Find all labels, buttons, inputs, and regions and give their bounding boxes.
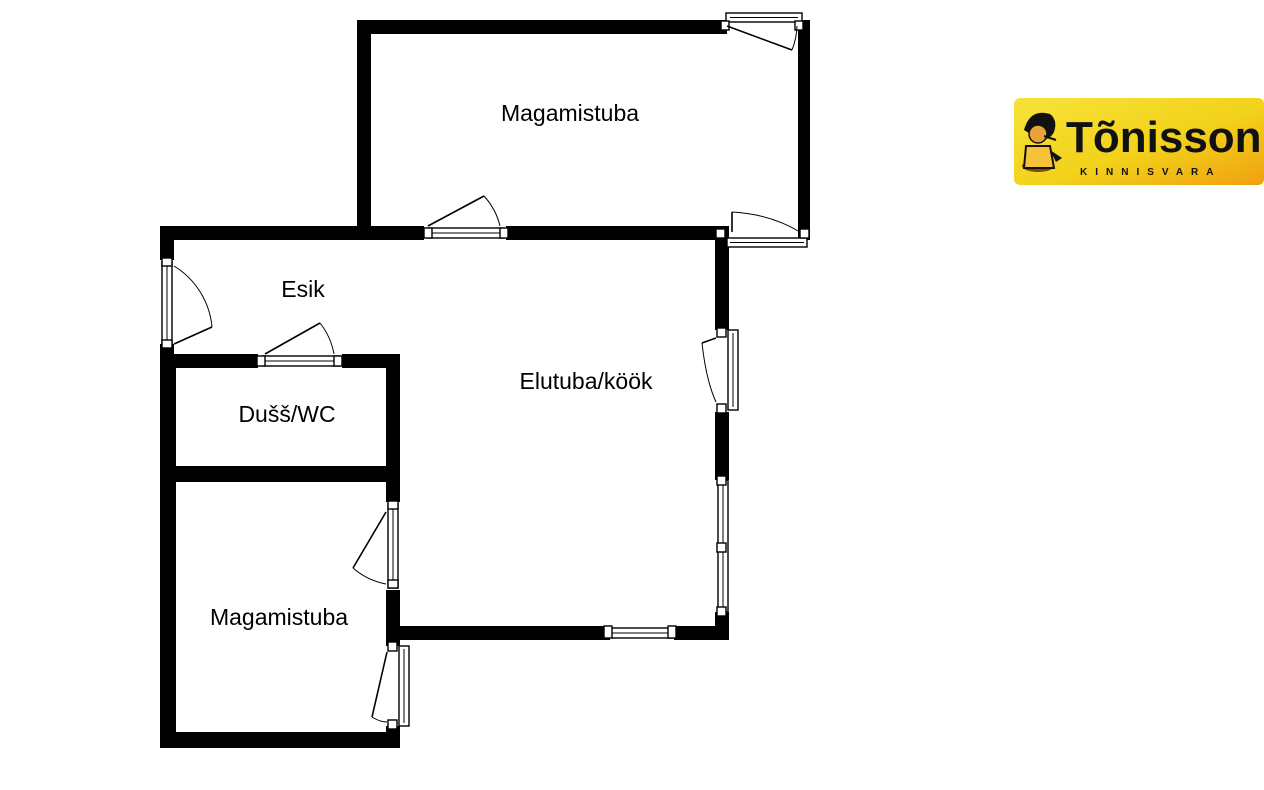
room-label-hall: Esik <box>281 276 325 302</box>
windows <box>387 12 810 730</box>
wall-bedroom-bottom-left <box>160 354 176 748</box>
window-bedroom-top-top <box>720 12 804 31</box>
wall-bedroom-top-top-left <box>357 20 727 34</box>
wall-living-right-2 <box>715 412 729 480</box>
window-sash-living-upper <box>701 337 717 403</box>
wall-bedroom-top-right <box>798 20 810 240</box>
room-label-bedroom-top: Magamistuba <box>501 100 639 126</box>
walls <box>160 20 810 748</box>
wall-bathroom-top-right <box>342 354 400 368</box>
wall-bedroom-top-left <box>357 20 371 238</box>
wall-living-bottom-right <box>674 626 729 640</box>
window-sash-bedroom-bottom <box>371 651 388 723</box>
company-logo: Tõnisson KINNISVARA <box>1014 98 1264 185</box>
door-bathroom <box>256 322 343 367</box>
wall-hall-left-top <box>160 226 174 260</box>
room-label-living-kitchen: Elutuba/köök <box>520 368 653 394</box>
wall-bathroom-top-left <box>160 354 258 368</box>
window-bedroom-top-bottom-right <box>715 228 810 248</box>
room-label-bedroom-bottom: Magamistuba <box>210 604 348 630</box>
window-living-bottom <box>603 625 677 639</box>
logo-background <box>1014 98 1264 185</box>
logo-tagline: KINNISVARA <box>1080 167 1221 178</box>
doors <box>161 25 801 723</box>
window-living-right-upper <box>716 327 739 414</box>
door-bedroom-top-bottom <box>731 211 801 233</box>
door-entrance <box>161 257 213 349</box>
wall-bedroom-bottom-bottom <box>160 732 400 748</box>
wall-bathroom-right <box>386 354 400 502</box>
wall-bathroom-bottom <box>160 466 400 482</box>
window-bedroom-bottom-right <box>387 641 410 730</box>
door-bedroom-bottom <box>352 500 399 589</box>
wall-living-bottom-left <box>388 626 610 640</box>
door-bedroom-top-corner <box>726 25 798 51</box>
logo-name: Tõnisson <box>1066 113 1262 162</box>
door-bedroom-top-hall <box>423 195 509 239</box>
room-label-bathroom: Dušš/WC <box>238 401 335 427</box>
wall-shared-left <box>160 226 424 240</box>
wall-shared-right <box>506 226 726 240</box>
logo-mascot-icon <box>1022 112 1062 172</box>
wall-bedroom-bottom-right-mid <box>386 590 400 646</box>
wall-living-right-1 <box>715 226 729 330</box>
window-living-right-lower <box>716 475 729 617</box>
wall-bedroom-bottom-right-low <box>386 726 400 748</box>
